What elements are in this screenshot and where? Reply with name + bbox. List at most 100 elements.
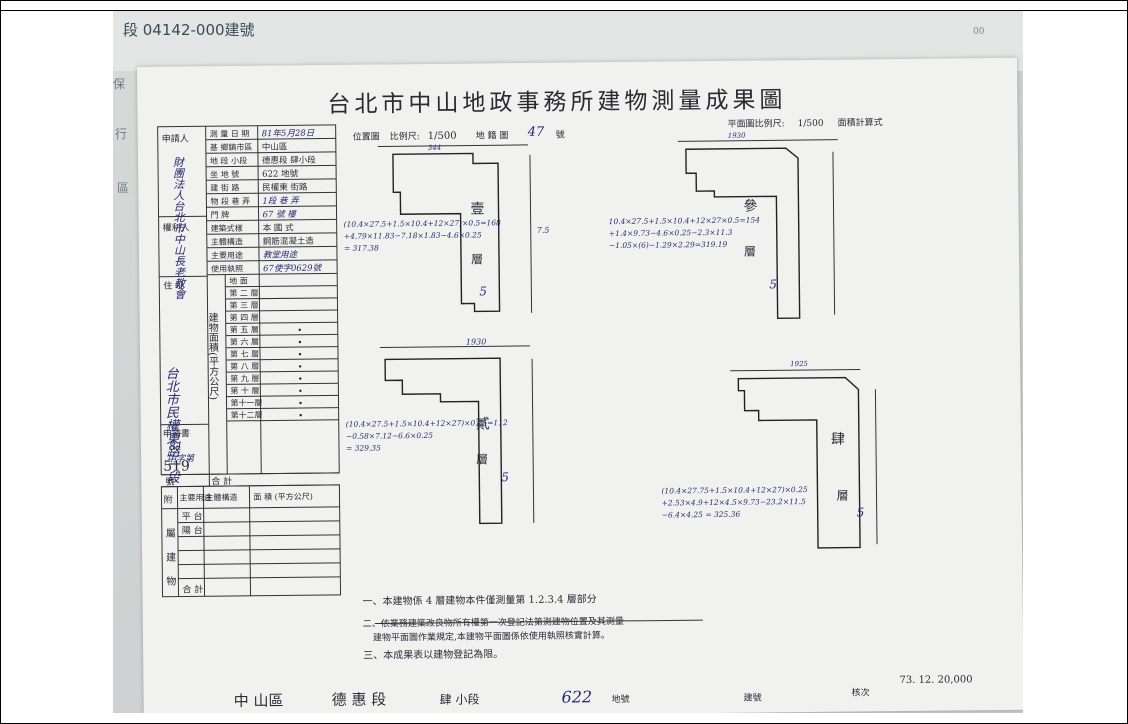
info-row-value: 教堂用途 [263,249,299,260]
plan-1-dim-3: 7.5 [537,226,550,235]
attached-header-0: 附 [163,494,172,506]
total-label: 合 計 [211,475,232,487]
floor-row-label: 第 九 層 [230,373,259,383]
floor-row-divider [226,370,339,373]
info-row-divider [207,259,338,262]
location-label: 位置圖 [353,130,380,142]
survey-drawing: 申請人 權利人 住 址 台北市民權東路一段 財團法人台北市中山長老教會 建物面積… [157,116,973,710]
attached-row-0: 平 台 [182,510,203,522]
info-row-label: 主要用途 [211,250,243,260]
floor-row-divider [225,333,338,337]
side-word-0: 屬 [166,528,176,540]
document-photo: 段 04142-000建號 00 保 行 區 台北市中山地政事務所建物測量成果圖 [113,11,1023,713]
floor-row-label: 第十二層 [231,410,263,420]
info-row-label: 使用執照 [211,263,243,273]
note-1: 一、本建物係 4 層建物本件僅測量第 1.2.3.4 層部分 [363,592,597,607]
calc-line: = 329.35 [346,443,381,452]
footer-subsection: 肆 小段 [440,691,480,706]
folder-label: 段 04142-000建號 [123,21,255,39]
info-row-label: 坐 地 號 [210,169,239,179]
calc-line: +4.79×11.83−7.18×1.83−4.6×0.25 [344,230,482,240]
info-row-divider [206,205,337,208]
edge-label-1: 保 [113,77,126,91]
calc-line: −6.4×4.25 = 325.36 [662,510,741,520]
calc-line: −0.58×7.12−6.6×0.25 [346,431,433,441]
floor-row-label: 第 六 層 [230,336,259,346]
info-row-value: 本 國 式 [263,222,295,233]
map-no-label: 地 籍 圖 [476,129,509,141]
calc-line: (10.4×27.5+1.5×10.4+12×27)×0.25=112 [346,418,508,429]
footer-build-label: 建號 [744,691,762,703]
case-year: 81 [169,440,183,453]
info-row-divider [207,272,338,276]
info-row-label: 物 段 巷 弄 [210,196,250,206]
floor-plan-3: 參 層 5 1930 [677,132,838,320]
attached-header-3: 面 積 (平方公尺) [253,491,312,502]
info-row-label: 主體構造 [211,236,243,246]
info-row-label: 測 量 日 期 [210,128,250,138]
plan-3-floor: 參 [743,199,757,215]
plan-2-suffix: 層 [476,452,488,466]
info-row-value: 鋼筋混凝土造 [263,236,315,248]
floor-plan-2: 貳 層 5 1930 [379,337,535,525]
plan-scale-value: 1/500 [798,119,824,129]
map-no: 47 [527,125,545,140]
info-row-divider [206,218,337,222]
info-row-label: 基 鄉鎮市區 [210,142,253,152]
plan-1-code: 5 [479,284,487,298]
case-number: 519 [163,458,190,474]
footer-section: 德 惠 段 [332,690,387,709]
floor-row-dot [299,389,302,393]
map-no-suffix: 號 [556,129,565,141]
plan-1-floor: 壹 [470,201,484,217]
info-row-divider [206,164,337,168]
floor-plan-1: 壹 層 5 344 7.5 [377,144,550,313]
address-value: 台北市民權東路一段 [163,367,180,485]
corner-label: 00 [973,27,985,37]
floor-row-divider [225,346,338,349]
applicant-header: 申請人 [162,132,189,144]
case-label: 申請書 [163,427,190,439]
floor-row-label: 第 八 層 [230,361,259,371]
plan-2-code: 5 [501,470,509,484]
floor-rows: 地 面第 二 層第 三 層第 四 層第 五 層第 六 層第 七 層第 八 層第 … [224,274,339,475]
floor-row-divider [225,297,338,300]
floor-row-label: 第 二 層 [229,288,258,298]
info-row-value: 中山區 [262,141,288,152]
info-row-value: 1段 巷 弄 [262,195,300,206]
info-row-value: 德惠段 肆小段 [262,155,316,167]
plan-2-floor: 貳 [476,416,490,432]
side-word-1: 建 [166,551,176,564]
attached-header-2: 主體構造 [205,492,237,502]
floor-row-dot [299,401,302,405]
calc-line: −1.05×(6)−1.29×2.29=319.19 [609,240,728,250]
calc-line: +2.53×4.9+12×4.5×9.73−23.2×11.5 [662,497,806,508]
footer-land-label: 地號 [612,693,630,705]
floor-row-divider [226,382,339,385]
floor-plan-4: 肆 層 5 1925 [730,360,878,549]
floor-row-label: 第 十 層 [230,385,259,395]
floor-row-label: 地 面 [229,276,248,286]
calc-line: +1.4×9.73−4.6×0.25−2.3×11.3 [609,228,733,238]
plan-4-floor: 肆 [831,432,845,448]
attached-header-1: 主要用途 [179,492,211,502]
area-calculations: (10.4×27.5+1.5×10.4+12×27)×0.5=168+4.79×… [344,215,808,520]
case-word: 中字第 [167,453,196,464]
footer-date: 73. 12. 20,000 [899,674,972,686]
calc-line: (10.4×27.5+1.5×10.4+12×27)×0.5=168 [344,218,502,229]
plan-2-dim-0: 1930 [466,337,486,346]
floor-col-divider [224,274,228,475]
info-row-divider [206,178,337,181]
calc-line: 10.4×27.5+1.5×10.4+12×27×0.5=154 [609,215,761,226]
plan-4-code: 5 [857,505,865,519]
info-row-label: 建 街 路 [210,182,239,192]
info-row-value: 81年5月28日 [262,128,315,140]
ratio-value: 1/500 [428,131,457,142]
footer-approve-label: 核次 [852,686,870,698]
floor-row-label: 第 七 層 [230,349,259,359]
plan-3-code: 5 [769,277,777,291]
floor-row-dot [299,414,302,417]
info-row-value: 67使字0629號 [263,263,323,275]
ratio-label: 比例尺: [390,130,420,142]
info-table [157,124,342,598]
